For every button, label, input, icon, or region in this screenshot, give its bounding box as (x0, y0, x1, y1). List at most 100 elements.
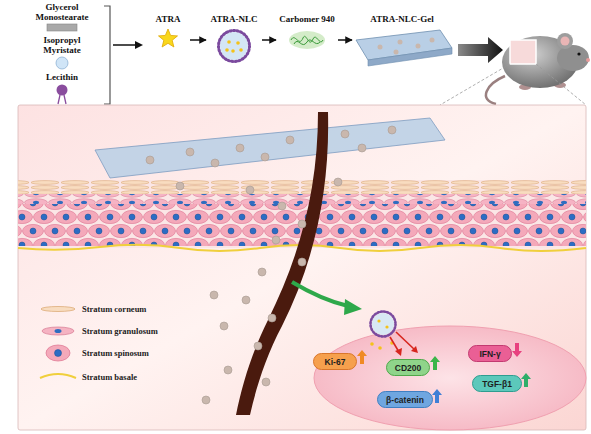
corneum-sample (41, 307, 75, 312)
legend-text: Stratum granulosum (82, 326, 158, 336)
mouse-ear (557, 33, 573, 49)
legend-text: Stratum corneum (82, 304, 146, 314)
cell-nucleus (55, 329, 62, 333)
mouse-eye (577, 52, 580, 55)
nanoparticle (262, 378, 270, 386)
nanoparticle (298, 220, 306, 228)
atra-dot (239, 48, 243, 52)
nanoparticle (224, 366, 232, 374)
shaved-patch (510, 40, 536, 64)
gel-side (368, 48, 452, 66)
process-step: ATRA-NLC-Gel (352, 14, 452, 72)
arrow-head (344, 299, 362, 315)
flow-arrow (190, 39, 206, 41)
nanoparticle (388, 126, 396, 134)
mouse-tail (486, 76, 505, 104)
cell-nucleus (55, 350, 62, 357)
connector-group (190, 40, 352, 41)
atra-dot (378, 346, 382, 350)
nlc-shell (371, 312, 396, 337)
legend-entry: Stratum basale (82, 372, 137, 382)
up-arrow (357, 350, 367, 364)
nanoparticle (246, 186, 254, 194)
nanoparticle (210, 291, 218, 299)
bracket (104, 6, 110, 104)
nanoparticle (261, 153, 269, 161)
nanoparticle (211, 159, 219, 167)
atra-dot (236, 41, 240, 45)
nanoparticle (268, 314, 276, 322)
carbomer-gel (289, 31, 325, 49)
basale-sample (40, 374, 76, 378)
nanoparticle (242, 296, 250, 304)
skin-panel (18, 105, 586, 430)
nanoparticle (236, 144, 244, 152)
nanoparticle (186, 148, 194, 156)
legend-entry: Stratum corneum (82, 304, 146, 314)
node-text: Ki-67 (325, 357, 346, 367)
down-arrow (512, 343, 522, 357)
spinosum-sample (46, 345, 70, 361)
node-text: CD200 (395, 363, 421, 373)
up-arrow (432, 389, 442, 403)
atra-dot (385, 325, 388, 328)
arrow-head (411, 346, 418, 353)
process-step: ATRA-NLC (206, 14, 262, 68)
lecithin-head (57, 85, 68, 96)
up-arrow (521, 373, 531, 387)
flow-arrow (338, 39, 352, 41)
nanoparticle (416, 44, 421, 49)
legend-text: Stratum basale (82, 372, 137, 382)
nanoparticle (394, 50, 399, 55)
node-text: Carbomer 940 (276, 14, 338, 24)
marker-pill: CD200 (386, 359, 430, 376)
process-step: Carbomer 940 (276, 14, 338, 58)
release-arrow (396, 332, 415, 350)
nanoparticle (254, 342, 262, 350)
nlc-core (220, 32, 248, 60)
node-text: ATRA-NLC (206, 14, 262, 24)
atra-dot (377, 319, 380, 322)
node-text: ATRA-NLC-Gel (352, 14, 452, 24)
atra-star (159, 29, 178, 47)
legend-text: Stratum spinosum (82, 348, 149, 358)
legend-entry: Stratum granulosum (82, 326, 158, 336)
marker-pill: β-catenin (377, 391, 433, 408)
legend-entry: Stratum spinosum (82, 348, 149, 358)
nlc-shell (219, 31, 250, 62)
stratum-corneum (18, 180, 586, 194)
stratum-granulosum (18, 194, 586, 204)
node-text: TGF-β1 (482, 379, 512, 389)
lecithin-tail (58, 95, 66, 104)
nanoparticle (278, 202, 286, 210)
mouse-ear-inner (561, 37, 570, 46)
flow-arrow (262, 39, 276, 41)
atra-dot (225, 48, 229, 52)
applied-gel (95, 118, 445, 178)
myristate-icon (56, 57, 68, 69)
ingredient-label: Isopropyl Myristate (31, 35, 93, 55)
nanoparticle (398, 40, 403, 45)
nanoparticle (341, 130, 349, 138)
nanoparticle (220, 322, 228, 330)
nanoparticle (358, 144, 366, 152)
zoom-line (440, 64, 586, 105)
hair-shaft (236, 112, 328, 415)
nanoparticle (258, 268, 266, 276)
nanoparticle (202, 396, 210, 404)
nanoparticle (378, 45, 383, 50)
nanoparticle (298, 258, 306, 266)
marker-pill: Ki-67 (313, 353, 357, 370)
target-cell (314, 326, 586, 430)
nanoparticle (176, 182, 184, 190)
mouse-nose (586, 58, 590, 62)
atra-dot (231, 49, 235, 53)
uptake-arrow (292, 282, 348, 306)
monostearate-icon (47, 24, 77, 31)
arrow-head (395, 348, 402, 356)
polymer-chain (291, 36, 323, 44)
up-arrow (430, 356, 440, 370)
